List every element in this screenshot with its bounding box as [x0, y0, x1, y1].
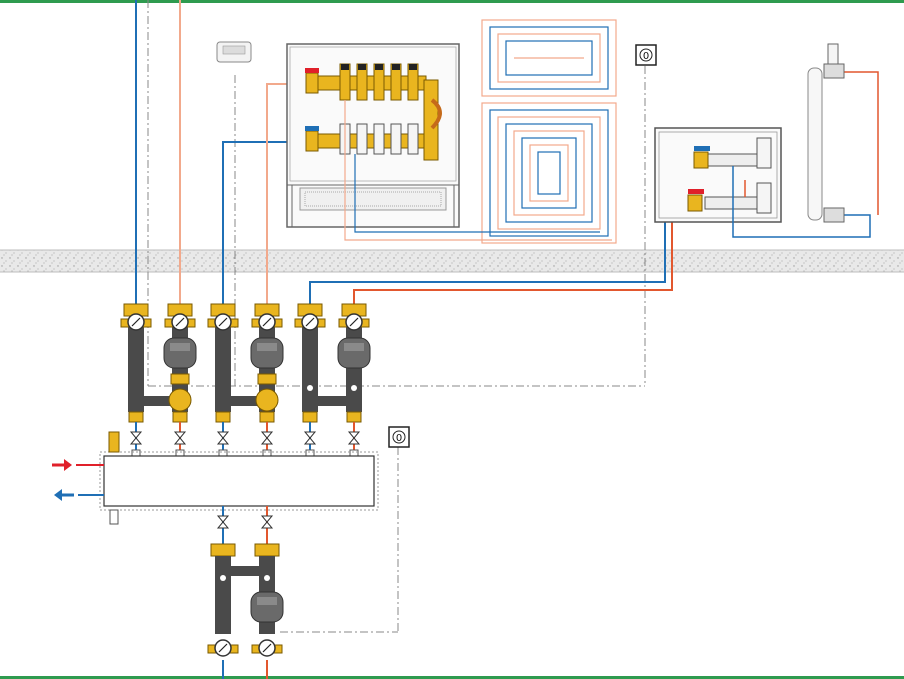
floor-manifold-supply [305, 63, 427, 101]
floor-slab [0, 249, 904, 273]
circulation-pump-icon [163, 337, 197, 369]
shut-off-valve-icon [260, 515, 274, 529]
top-frame-line [0, 0, 904, 3]
mixing-valve-icon [255, 388, 279, 412]
thermometer-gauge-icon [164, 313, 196, 331]
mixing-valve-icon [168, 388, 192, 412]
shut-off-valve-icon [303, 431, 317, 445]
bottom-frame-line [0, 676, 904, 679]
pump-group-3 [294, 303, 371, 457]
thermostat-label-mid: 0 [396, 433, 402, 444]
shut-off-valve-icon [129, 431, 143, 445]
circulation-pump-icon [250, 591, 284, 623]
thermometer-gauge-icon [294, 313, 326, 331]
radiator [807, 43, 879, 223]
shut-off-valve-icon [260, 431, 274, 445]
shut-off-valve-icon [216, 515, 230, 529]
shut-off-valve-icon [347, 431, 361, 445]
thermostat-symbol-top: 0 [635, 44, 657, 66]
circulation-pump-icon [250, 337, 284, 369]
thermometer-gauge-icon [120, 313, 152, 331]
thermometer-gauge-icon [251, 313, 283, 331]
supply-arrow-in [52, 459, 104, 471]
pump-groups [120, 303, 371, 457]
room-thermostat-icon [216, 41, 252, 63]
thermometer-gauge-icon [207, 639, 239, 657]
thermometer-gauge-icon [338, 313, 370, 331]
pump-group-1 [120, 303, 197, 457]
underfloor-loop-top [481, 19, 617, 97]
pump-group-2 [207, 303, 284, 457]
thermometer-gauge-icon [251, 639, 283, 657]
hydraulic-header [99, 431, 379, 525]
thermostat-symbol-mid: 0 [388, 426, 410, 448]
boiler-pump-group [207, 506, 284, 679]
shut-off-valve-icon [173, 431, 187, 445]
thermostat-label-top: 0 [643, 51, 649, 62]
shut-off-valve-icon [216, 431, 230, 445]
underfloor-loop-bottom [344, 100, 617, 244]
thermometer-gauge-icon [207, 313, 239, 331]
circulation-pump-icon [337, 337, 371, 369]
return-arrow-out [54, 489, 104, 501]
distributor-cabinet [654, 127, 871, 238]
